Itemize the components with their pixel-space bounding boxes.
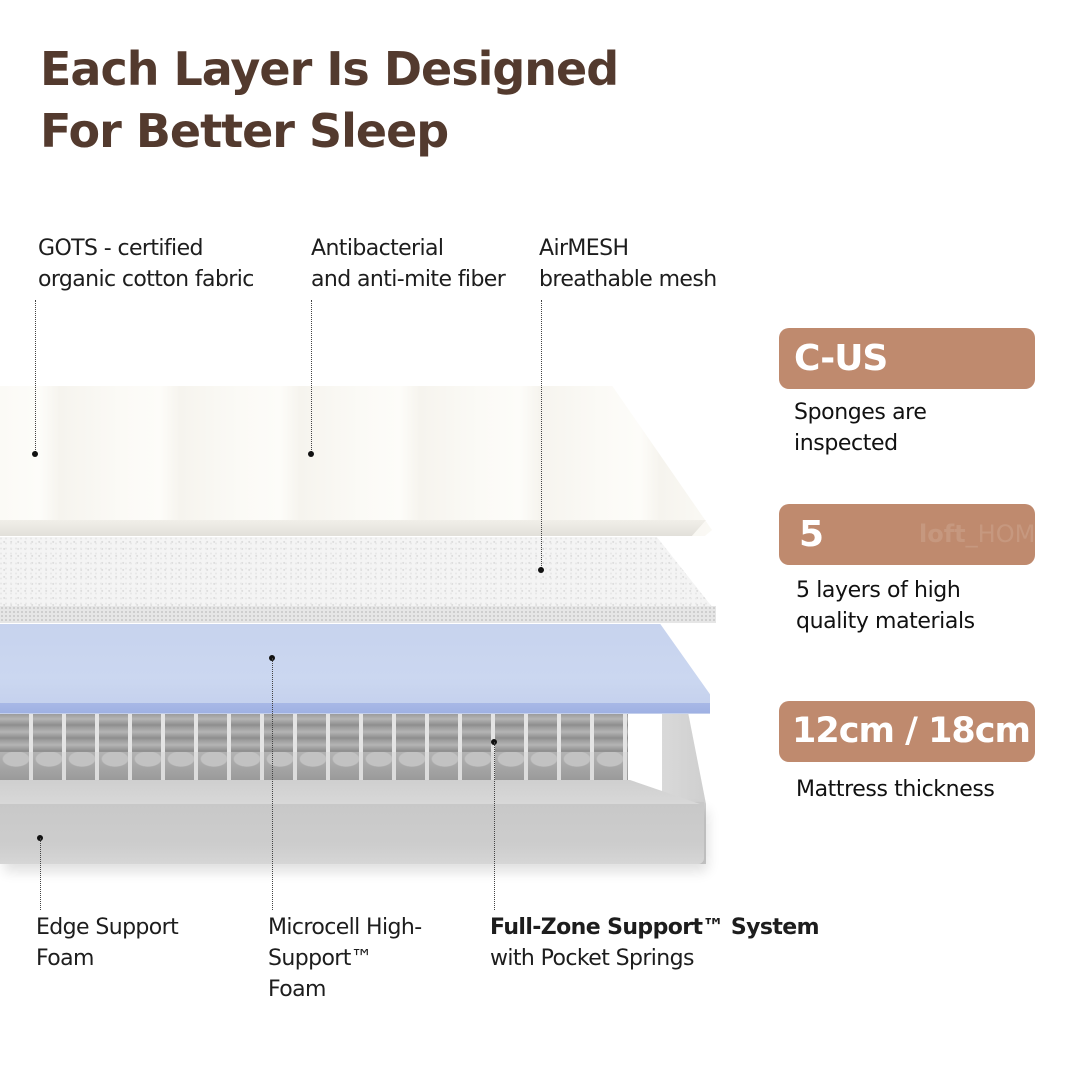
cotton-cover-edge bbox=[0, 520, 706, 536]
page-title: Each Layer Is Designed For Better Sleep bbox=[40, 38, 619, 162]
title-line-2: For Better Sleep bbox=[40, 104, 449, 158]
badge-thickness: 12cm / 18cm bbox=[779, 701, 1035, 762]
marker-dot-antibacterial bbox=[308, 451, 314, 457]
leader-line-cotton bbox=[35, 300, 36, 454]
leader-line-microcell bbox=[272, 658, 273, 910]
badge-certification-desc: Sponges are inspected bbox=[794, 400, 927, 456]
label-airmesh: AirMESH breathable mesh bbox=[539, 236, 717, 292]
airmesh-edge bbox=[0, 606, 716, 623]
label-edge-support-foam: Edge Support Foam bbox=[36, 915, 179, 971]
pocket-springs-front-row bbox=[0, 752, 628, 780]
label-full-zone-support: Full-Zone Support™ System with Pocket Sp… bbox=[490, 915, 820, 971]
label-antibacterial-fiber: Antibacterial and anti-mite fiber bbox=[311, 236, 506, 292]
marker-dot-cotton bbox=[32, 451, 38, 457]
leader-line-airmesh bbox=[541, 300, 542, 570]
badge-layer-count-desc: 5 layers of high quality materials bbox=[796, 578, 975, 634]
marker-dot-airmesh bbox=[538, 567, 544, 573]
label-cotton-fabric: GOTS - certified organic cotton fabric bbox=[38, 236, 254, 292]
microcell-foam-edge bbox=[0, 703, 710, 713]
leader-line-springs bbox=[494, 742, 495, 910]
leader-line-edge-foam bbox=[40, 838, 41, 910]
badge-thickness-desc: Mattress thickness bbox=[796, 777, 995, 802]
title-line-1: Each Layer Is Designed bbox=[40, 42, 619, 96]
brand-watermark: loft_HOM bbox=[919, 520, 1035, 548]
badge-layer-count: 5 loft_HOM bbox=[779, 504, 1035, 565]
base-top-rim bbox=[0, 780, 700, 804]
leader-line-antibacterial bbox=[311, 300, 312, 454]
layer-cotton-cover bbox=[0, 386, 712, 536]
layer-microcell-foam bbox=[0, 624, 710, 714]
label-microcell-foam: Microcell High- Support™ Foam bbox=[268, 915, 422, 1002]
badge-certification: C-US bbox=[779, 328, 1035, 389]
layer-edge-support-foam bbox=[0, 802, 704, 864]
